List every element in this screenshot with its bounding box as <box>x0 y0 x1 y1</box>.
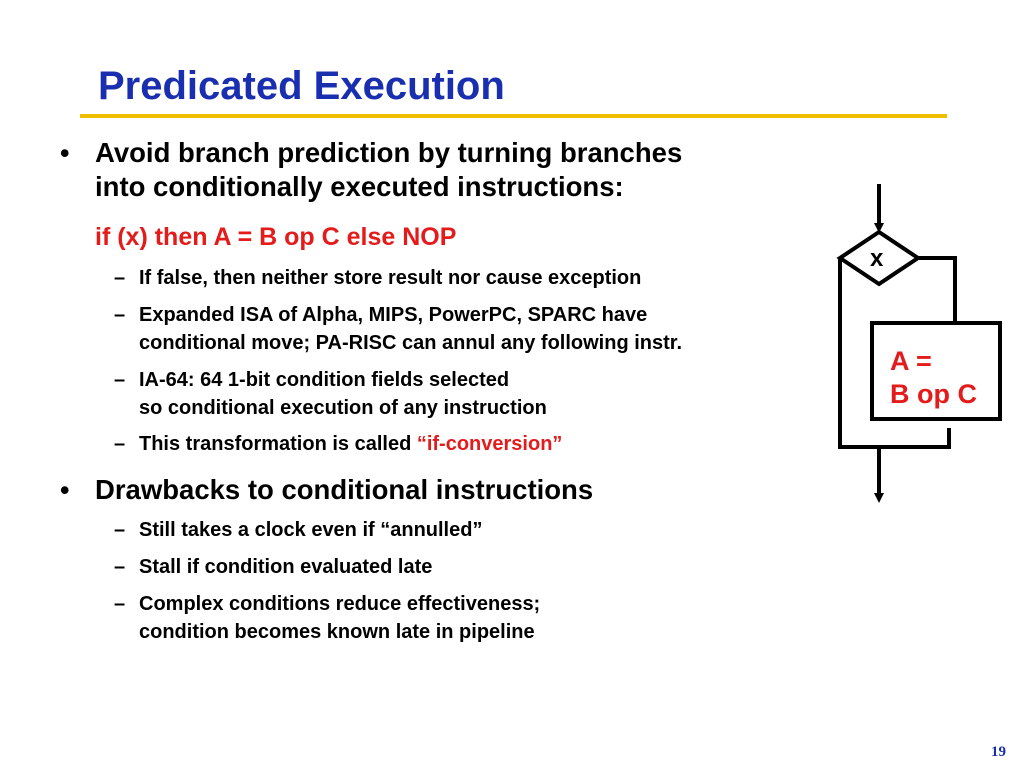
code-example: if (x) then A = B op C else NOP <box>95 223 457 251</box>
action-box-line-1: A = <box>890 346 932 376</box>
action-box-line-2: B op C <box>890 379 977 409</box>
if-conversion-flow-diagram <box>836 184 1002 503</box>
sub-bullet-1-3-line-1: IA-64: 64 1-bit condition fields selecte… <box>139 369 510 391</box>
sub-bullet-2-3-line-1: Complex conditions reduce effectiveness; <box>139 593 541 615</box>
sub-bullet-marker: – <box>114 369 126 391</box>
bullet-1-line-1: Avoid branch prediction by turning branc… <box>95 137 683 168</box>
true-branch-line <box>918 256 957 323</box>
sub-bullet-marker: – <box>114 433 126 455</box>
action-box <box>870 321 1002 421</box>
action-box-text: A = B op C <box>890 345 977 411</box>
sub-bullet-2-3-line-2: condition becomes known late in pipeline <box>139 621 535 643</box>
sub-bullet-1-1: If false, then neither store result nor … <box>139 267 642 289</box>
bullet-marker: • <box>60 475 70 505</box>
page-number: 19 <box>991 744 1006 760</box>
slide-title: Predicated Execution <box>98 64 505 108</box>
bullet-1-line-2: into conditionally executed instructions… <box>95 171 624 202</box>
sub-bullet-marker: – <box>114 593 126 615</box>
bullet-2-line-1: Drawbacks to conditional instructions <box>95 474 594 505</box>
sub-bullet-2-1: Still takes a clock even if “annulled” <box>139 519 483 541</box>
decision-diamond <box>836 229 922 287</box>
sub-bullet-marker: – <box>114 267 126 289</box>
bullet-marker: • <box>60 138 70 168</box>
if-conversion-term: “if-conversion” <box>416 433 563 455</box>
sub-bullet-1-3-line-2: so conditional execution of any instruct… <box>139 397 547 419</box>
sub-bullet-marker: – <box>114 556 126 578</box>
sub-bullet-2-2: Stall if condition evaluated late <box>139 556 433 578</box>
false-branch-line <box>838 258 951 449</box>
sub-bullet-1-2-line-2: conditional move; PA-RISC can annul any … <box>139 332 683 354</box>
sub-bullet-marker: – <box>114 519 126 541</box>
sub-bullet-1-2-line-1: Expanded ISA of Alpha, MIPS, PowerPC, SP… <box>139 304 648 326</box>
decision-label: x <box>870 245 884 272</box>
sub-bullet-1-4: This transformation is called “if-conver… <box>139 430 562 458</box>
title-underline <box>80 114 947 118</box>
sub-bullet-marker: – <box>114 304 126 326</box>
sub-bullet-1-4-prefix: This transformation is called <box>139 433 417 455</box>
